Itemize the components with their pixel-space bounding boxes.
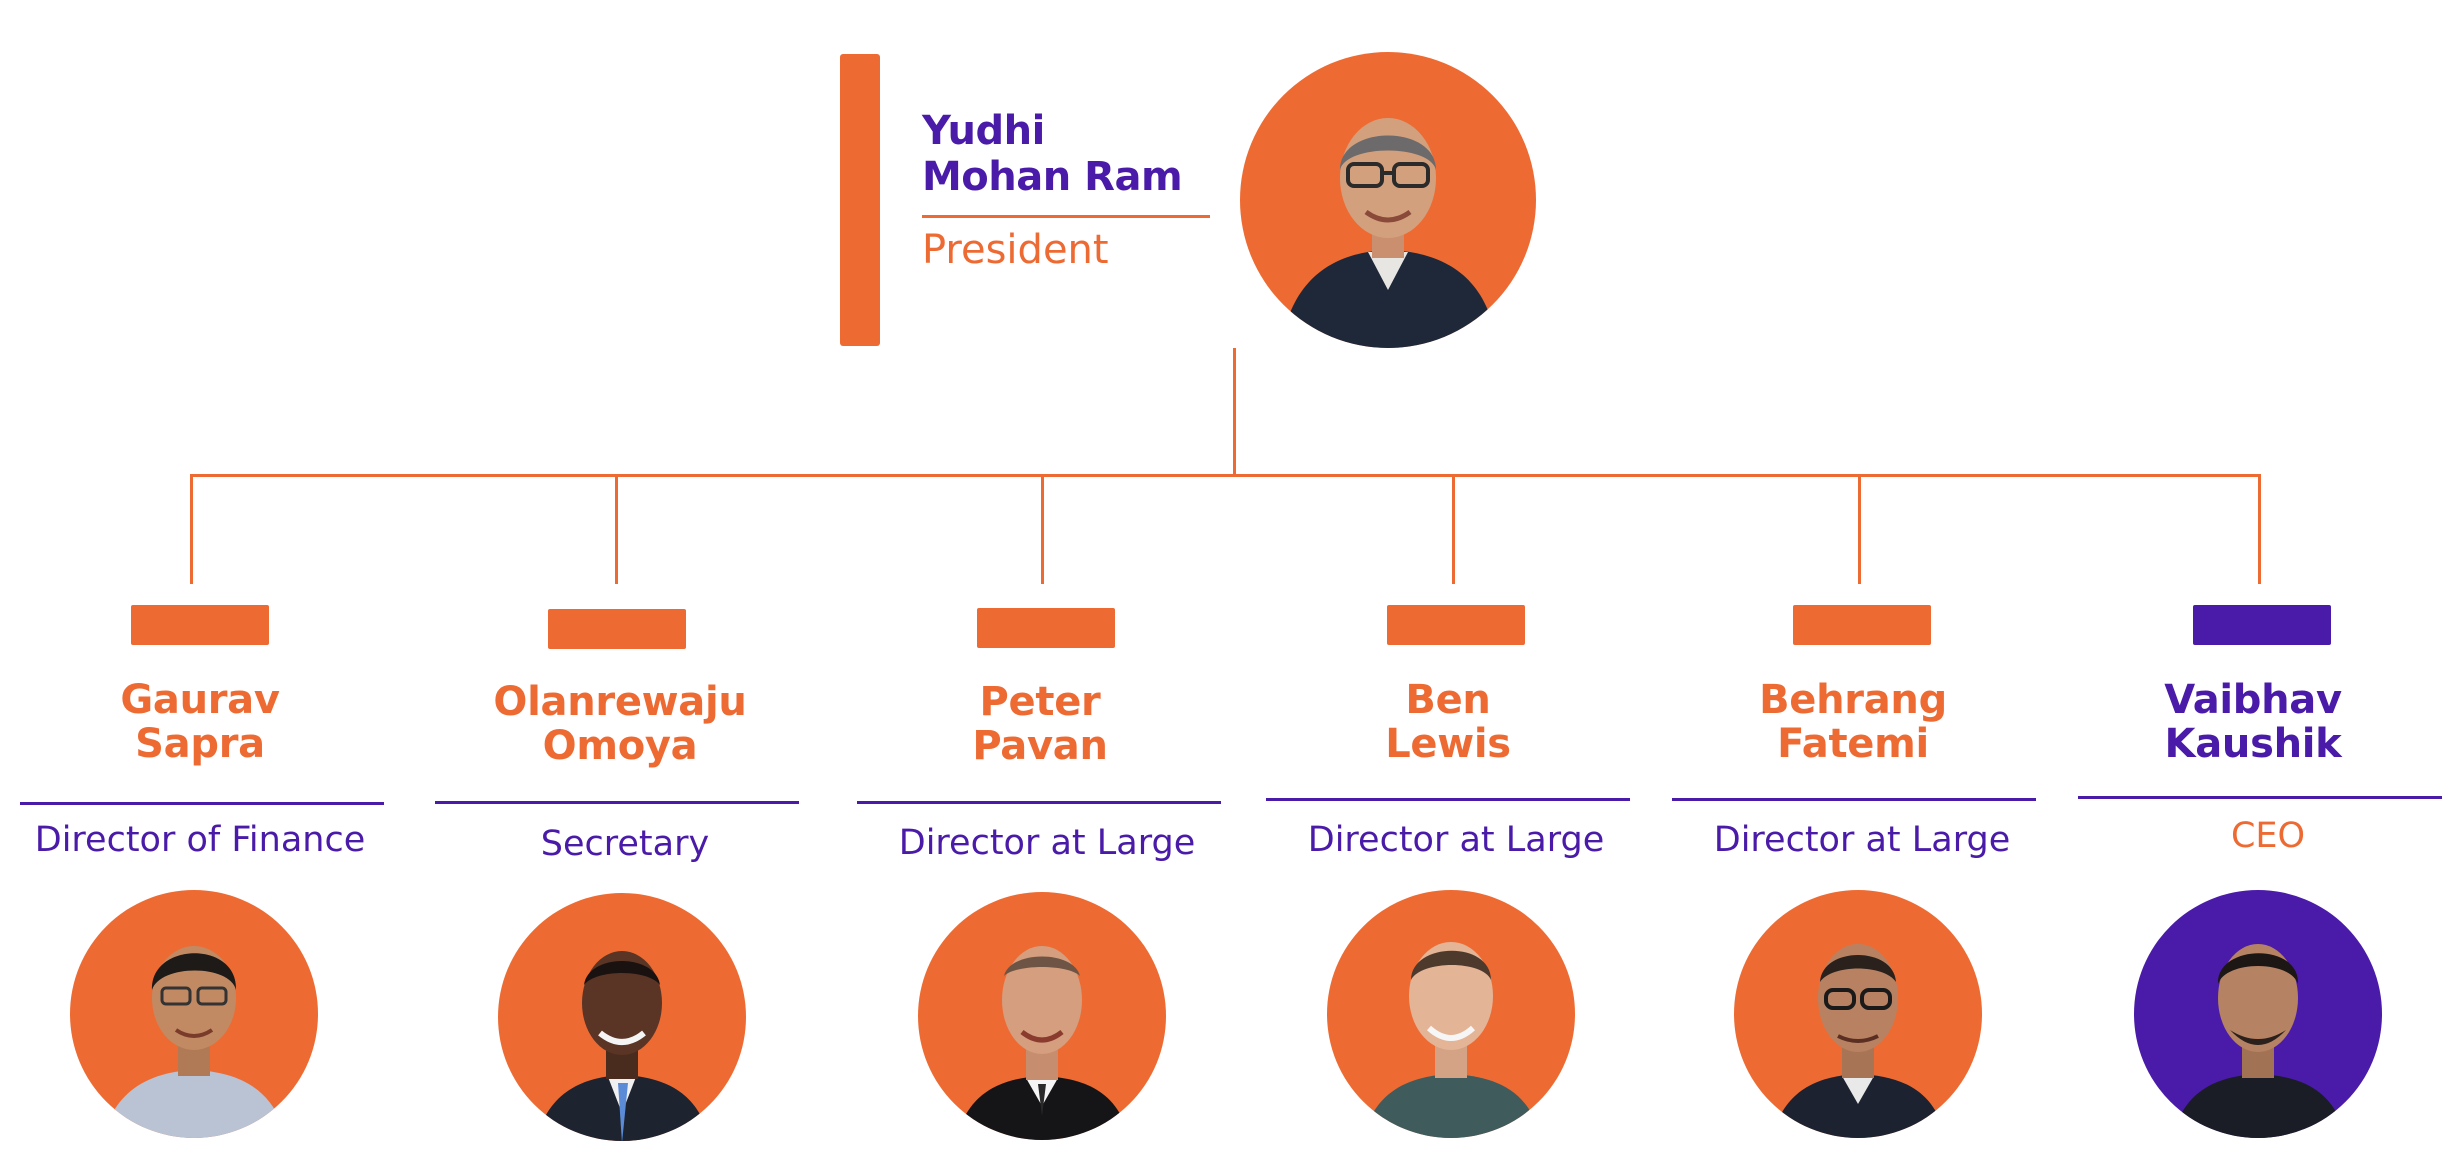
member-tab — [548, 609, 686, 649]
member-photo — [2134, 890, 2382, 1138]
member-tab — [2193, 605, 2331, 645]
member-photo — [1734, 890, 1982, 1138]
president-role: President — [922, 227, 1109, 273]
connector-drop-6 — [2258, 474, 2261, 584]
member-name: Gaurav Sapra — [10, 678, 390, 766]
connector-horizontal — [190, 474, 2261, 477]
member-tab — [1793, 605, 1931, 645]
member-role: Secretary — [540, 824, 710, 864]
president-photo — [1240, 52, 1536, 348]
connector-drop-5 — [1858, 474, 1861, 584]
member-first-name: Olanrewaju — [493, 679, 747, 725]
member-role: Director at Large — [1307, 820, 1605, 860]
member-last-name: Kaushik — [2164, 721, 2342, 767]
member-photo — [1327, 890, 1575, 1138]
member-name: Ben Lewis — [1258, 678, 1638, 766]
member-photo — [918, 892, 1166, 1140]
member-name: Behrang Fatemi — [1663, 678, 2043, 766]
president-name-first: Yudhi — [922, 108, 1045, 154]
connector-drop-3 — [1041, 474, 1044, 584]
connector-trunk — [1233, 348, 1236, 476]
member-role: Director at Large — [898, 823, 1196, 863]
member-tab — [977, 608, 1115, 648]
member-name: Vaibhav Kaushik — [2063, 678, 2443, 766]
president-divider — [922, 215, 1210, 218]
connector-drop-2 — [615, 474, 618, 584]
member-last-name: Sapra — [135, 721, 265, 767]
member-last-name: Omoya — [542, 723, 698, 769]
member-tab — [1387, 605, 1525, 645]
connector-drop-1 — [190, 474, 193, 584]
connector-drop-4 — [1452, 474, 1455, 584]
member-divider — [1266, 798, 1630, 801]
member-first-name: Peter — [979, 679, 1101, 725]
member-first-name: Gaurav — [120, 677, 280, 723]
member-photo — [498, 893, 746, 1141]
member-divider — [857, 801, 1221, 804]
member-divider — [2078, 796, 2442, 799]
member-role: Director at Large — [1713, 820, 2011, 860]
member-divider — [1672, 798, 2036, 801]
president-name: Yudhi Mohan Ram — [922, 108, 1212, 200]
member-first-name: Behrang — [1759, 677, 1947, 723]
member-name: Olanrewaju Omoya — [430, 680, 810, 768]
member-photo — [70, 890, 318, 1138]
member-tab — [131, 605, 269, 645]
member-divider — [20, 802, 384, 805]
member-first-name: Vaibhav — [2164, 677, 2342, 723]
president-accent-bar — [840, 54, 880, 346]
member-role: CEO — [2230, 816, 2306, 856]
member-role: Director of Finance — [34, 820, 366, 860]
member-divider — [435, 801, 799, 804]
president-name-last: Mohan Ram — [922, 154, 1183, 200]
member-first-name: Ben — [1405, 677, 1491, 723]
member-last-name: Pavan — [972, 723, 1108, 769]
member-last-name: Lewis — [1385, 721, 1511, 767]
member-last-name: Fatemi — [1777, 721, 1929, 767]
member-name: Peter Pavan — [850, 680, 1230, 768]
